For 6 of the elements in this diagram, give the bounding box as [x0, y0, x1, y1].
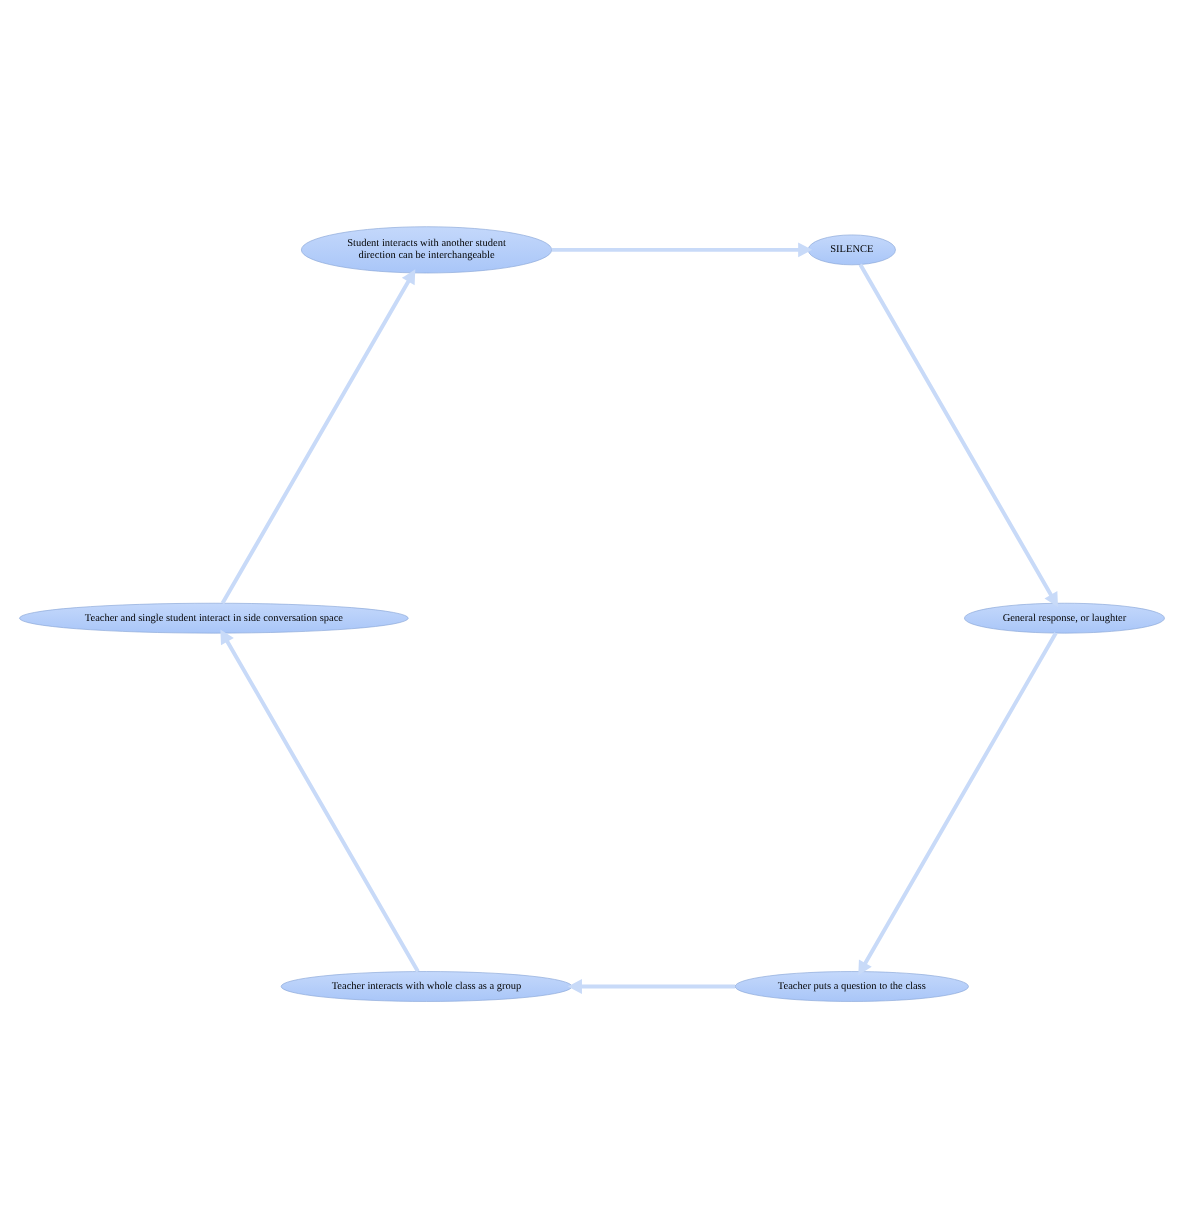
arrow [858, 263, 1058, 607]
arrow [551, 242, 813, 258]
arrow [858, 632, 1058, 976]
arrow [567, 979, 736, 994]
arrow [220, 629, 420, 973]
arrow [220, 269, 416, 605]
